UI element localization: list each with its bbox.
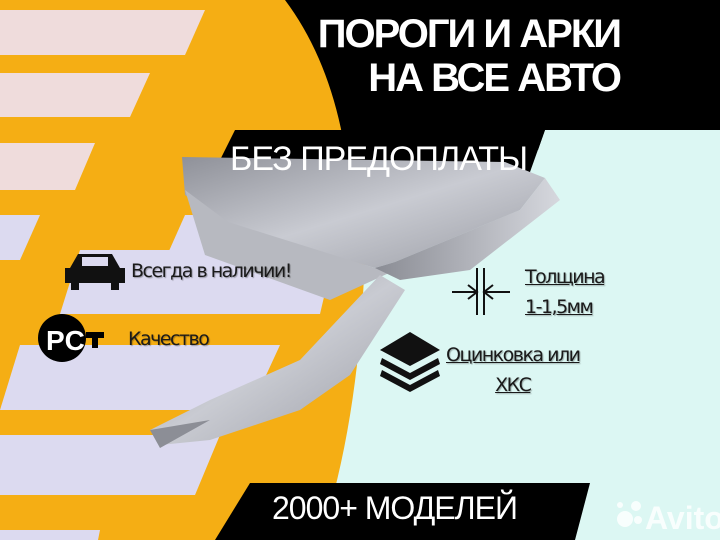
subheadline: БЕЗ ПРЕДОПЛАТЫ bbox=[230, 140, 528, 178]
headline-line2: НА ВСЕ АВТО bbox=[368, 56, 622, 100]
title-black-area bbox=[285, 0, 720, 150]
thickness-label: Толщина bbox=[525, 266, 606, 288]
watermark: Avito bbox=[645, 500, 720, 536]
feature-thickness: Толщина 1-1,5мм bbox=[525, 262, 606, 322]
svg-text:PC: PC bbox=[46, 325, 85, 356]
thickness-value: 1-1,5мм bbox=[525, 296, 594, 318]
avito-logo-icon bbox=[617, 501, 642, 527]
layers-icon bbox=[380, 332, 440, 392]
headline-line1: ПОРОГИ И АРКИ bbox=[317, 12, 622, 56]
rst-certification-icon: PC bbox=[38, 314, 104, 362]
material-value: ХКС bbox=[495, 374, 532, 396]
footer-band-text: 2000+ МОДЕЛЕЙ bbox=[272, 490, 518, 526]
feature-availability: Всегда в наличии! bbox=[131, 260, 292, 282]
car-icon bbox=[65, 254, 125, 290]
thickness-arrows-icon bbox=[452, 268, 510, 315]
steel-profile bbox=[150, 157, 560, 448]
feature-quality: Качество bbox=[128, 328, 210, 350]
footer-band bbox=[215, 483, 590, 540]
feature-material: Оцинковка или ХКС bbox=[446, 340, 581, 400]
material-label: Оцинковка или bbox=[446, 344, 581, 366]
headline: ПОРОГИ И АРКИ НА ВСЕ АВТО bbox=[317, 12, 622, 100]
